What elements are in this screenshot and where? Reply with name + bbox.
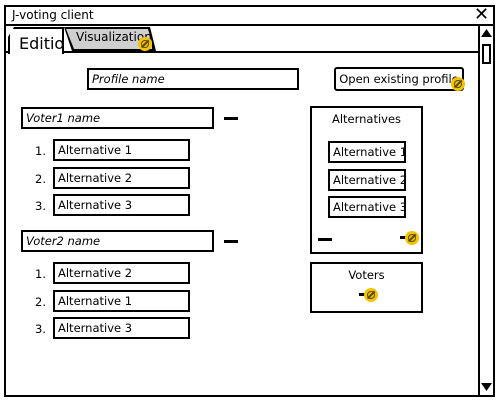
profile-name-field[interactable]: Profile name	[87, 68, 299, 90]
remove-alternative-button[interactable]	[318, 238, 332, 241]
close-icon[interactable]: ✕	[474, 4, 490, 25]
disabled-badge-icon	[405, 231, 419, 245]
alternatives-panel: Alternatives Alternative 1 Alternative 2…	[310, 106, 423, 254]
scroll-down-arrow-icon[interactable]	[480, 382, 493, 392]
rank-label: 2.	[35, 172, 46, 186]
remove-voter1-button[interactable]	[224, 117, 238, 120]
tab-edition[interactable]: Edition	[8, 27, 64, 54]
rank-label: 3.	[35, 199, 46, 213]
window-title: J-voting client	[12, 8, 94, 22]
voter1-name-field[interactable]: Voter1 name	[21, 107, 214, 129]
rank-label: 2.	[35, 295, 46, 309]
disabled-badge-icon	[138, 37, 152, 51]
voters-panel-title: Voters	[348, 268, 385, 282]
scroll-up-arrow-icon[interactable]	[480, 28, 493, 38]
tab-visualization-fill	[66, 29, 152, 49]
voter2-name-field[interactable]: Voter2 name	[21, 230, 214, 252]
app-window: J-voting client ✕ Edition Visualization …	[4, 4, 495, 397]
tab-content-area	[6, 51, 478, 395]
disabled-badge-icon	[451, 77, 465, 91]
voter2-alternative-1[interactable]: Alternative 2	[53, 262, 190, 284]
vertical-scrollbar[interactable]	[478, 26, 493, 395]
voter1-alternative-2[interactable]: Alternative 2	[53, 167, 190, 189]
disabled-badge-icon	[364, 288, 378, 302]
voter2-alternative-2[interactable]: Alternative 1	[53, 290, 190, 312]
rank-label: 1.	[35, 144, 46, 158]
remove-voter2-button[interactable]	[224, 240, 238, 243]
voter1-alternative-1[interactable]: Alternative 1	[53, 139, 190, 161]
alternatives-panel-title: Alternatives	[331, 112, 402, 126]
voter2-alternative-3[interactable]: Alternative 3	[53, 317, 190, 339]
tab-visualization-label: Visualization	[76, 30, 152, 44]
rank-label: 1.	[35, 267, 46, 281]
rank-label: 3.	[35, 322, 46, 336]
voters-panel: Voters	[310, 262, 423, 313]
open-existing-profile-button[interactable]: Open existing profile	[334, 67, 464, 91]
alternative-item-2[interactable]: Alternative 2	[328, 169, 406, 191]
add-voter-button[interactable]	[359, 293, 367, 296]
tab-edition-label: Edition	[19, 34, 75, 53]
alternative-item-1[interactable]: Alternative 1	[328, 141, 406, 163]
voter1-alternative-3[interactable]: Alternative 3	[53, 194, 190, 216]
alternative-item-3[interactable]: Alternative 3	[328, 196, 406, 218]
scroll-thumb[interactable]	[482, 44, 491, 64]
title-bar: J-voting client ✕	[6, 4, 493, 26]
add-alternative-button[interactable]	[400, 236, 408, 239]
